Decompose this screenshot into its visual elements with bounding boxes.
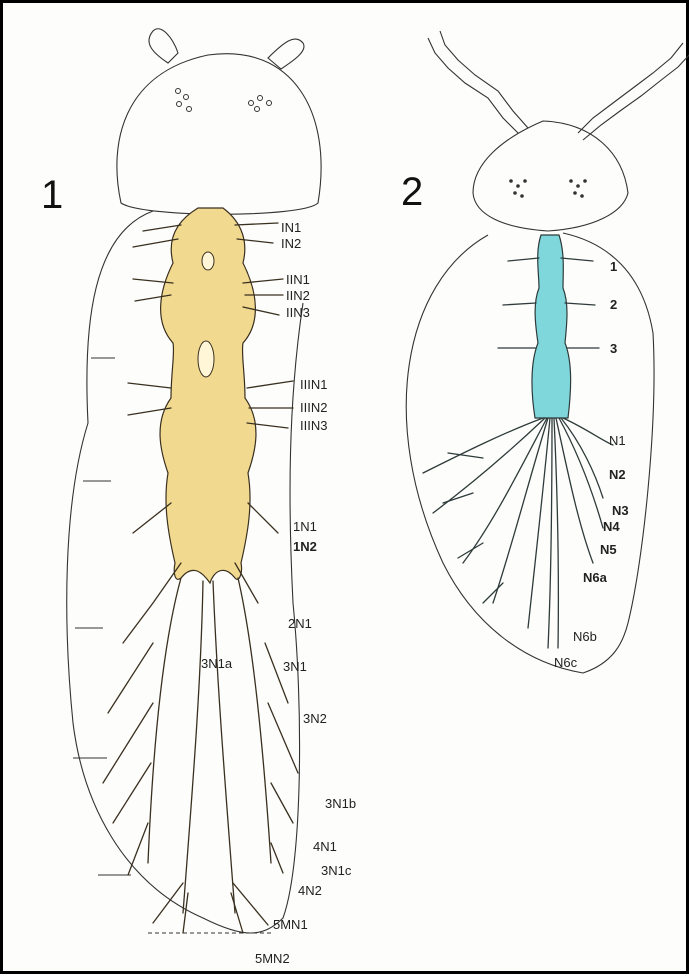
label-IIN3: IIN3 bbox=[286, 305, 310, 320]
antenna2-right bbox=[578, 43, 683, 133]
label-1N2: 1N2 bbox=[293, 539, 317, 554]
antenna-left bbox=[149, 29, 178, 63]
label-N6c: N6c bbox=[554, 655, 578, 670]
label-4N2: 4N2 bbox=[298, 883, 322, 898]
panel-2-number: 2 bbox=[401, 170, 423, 214]
ganglion-foramen-1 bbox=[202, 252, 214, 270]
nerves-panel2 bbox=[423, 258, 613, 648]
label-IIN1: IIN1 bbox=[286, 272, 310, 287]
diagram-canvas: 1 IN1 IN2 IIN1 IIN2 IIN3 IIIN1 IIIN2 III… bbox=[3, 3, 689, 977]
panel-1-insect: 1 IN1 IN2 IIN1 IIN2 IIN3 IIIN1 IIIN2 III… bbox=[41, 29, 356, 966]
label-IN2: IN2 bbox=[281, 236, 301, 251]
label-5MN2: 5MN2 bbox=[255, 951, 290, 966]
eye-spots-2 bbox=[509, 179, 587, 198]
head2-outline bbox=[473, 121, 628, 231]
panel-1-number: 1 bbox=[41, 173, 63, 217]
label-3N1: 3N1 bbox=[283, 659, 307, 674]
label-seg-3: 3 bbox=[610, 341, 617, 356]
label-N1: N1 bbox=[609, 433, 626, 448]
label-3N1c: 3N1c bbox=[321, 863, 352, 878]
head-outline bbox=[117, 54, 321, 215]
antenna2-left-b bbox=[440, 31, 528, 128]
antenna2-left bbox=[428, 38, 518, 133]
label-N3: N3 bbox=[612, 503, 629, 518]
label-2N1: 2N1 bbox=[288, 616, 312, 631]
label-N4: N4 bbox=[603, 519, 620, 534]
eye-spots bbox=[176, 89, 272, 112]
antenna2-right-b bbox=[583, 53, 689, 140]
label-N5: N5 bbox=[600, 542, 617, 557]
label-4N1: 4N1 bbox=[313, 839, 337, 854]
label-IIIN2: IIIN2 bbox=[300, 400, 327, 415]
label-3N2: 3N2 bbox=[303, 711, 327, 726]
ganglion-chain-panel2 bbox=[532, 235, 571, 418]
label-IIIN1: IIIN1 bbox=[300, 377, 327, 392]
ganglion-foramen-2 bbox=[198, 341, 214, 377]
panel-2-insect: 2 1 2 3 N1 N2 N3 N4 N5 N6a N6b N6c bbox=[401, 31, 689, 673]
label-seg-1: 1 bbox=[610, 259, 617, 274]
label-3N1b: 3N1b bbox=[325, 796, 356, 811]
label-5MN1: 5MN1 bbox=[273, 917, 308, 932]
label-IIN2: IIN2 bbox=[286, 288, 310, 303]
label-3N1a: 3N1a bbox=[201, 656, 233, 671]
label-N6a: N6a bbox=[583, 570, 608, 585]
label-N6b: N6b bbox=[573, 629, 597, 644]
label-IIIN3: IIIN3 bbox=[300, 418, 327, 433]
label-N2: N2 bbox=[609, 467, 626, 482]
label-seg-2: 2 bbox=[610, 297, 617, 312]
label-IN1: IN1 bbox=[281, 220, 301, 235]
label-1N1: 1N1 bbox=[293, 519, 317, 534]
antenna-right bbox=[268, 39, 304, 69]
